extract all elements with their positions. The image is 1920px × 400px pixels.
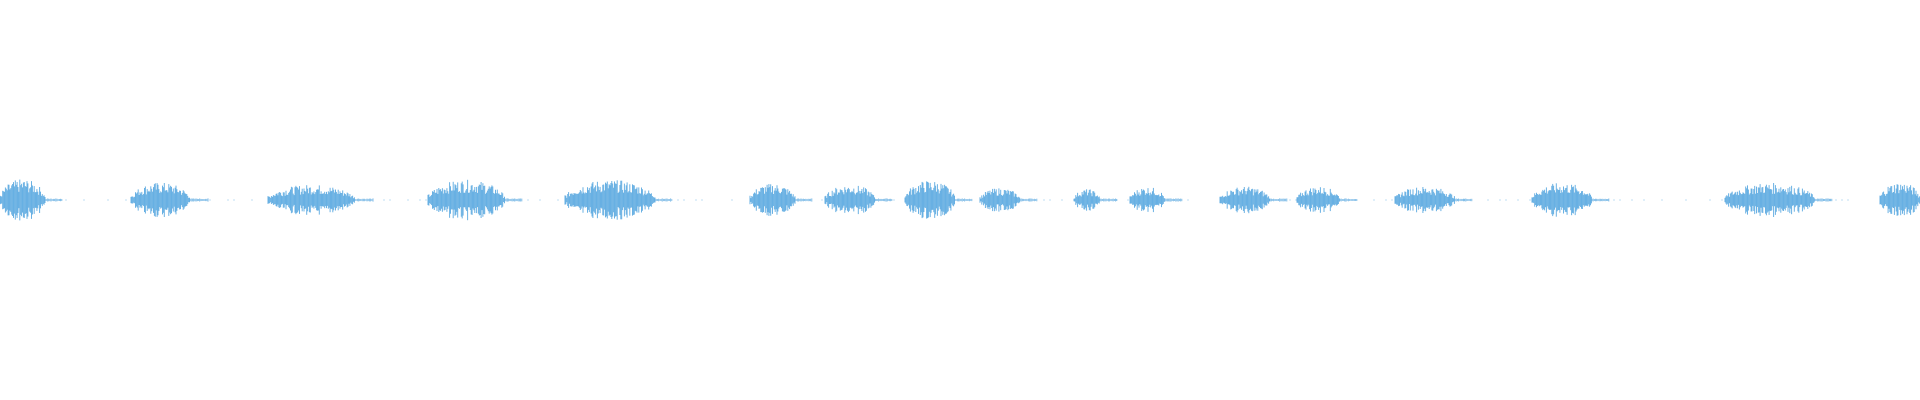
waveform-bars: [0, 179, 1920, 221]
